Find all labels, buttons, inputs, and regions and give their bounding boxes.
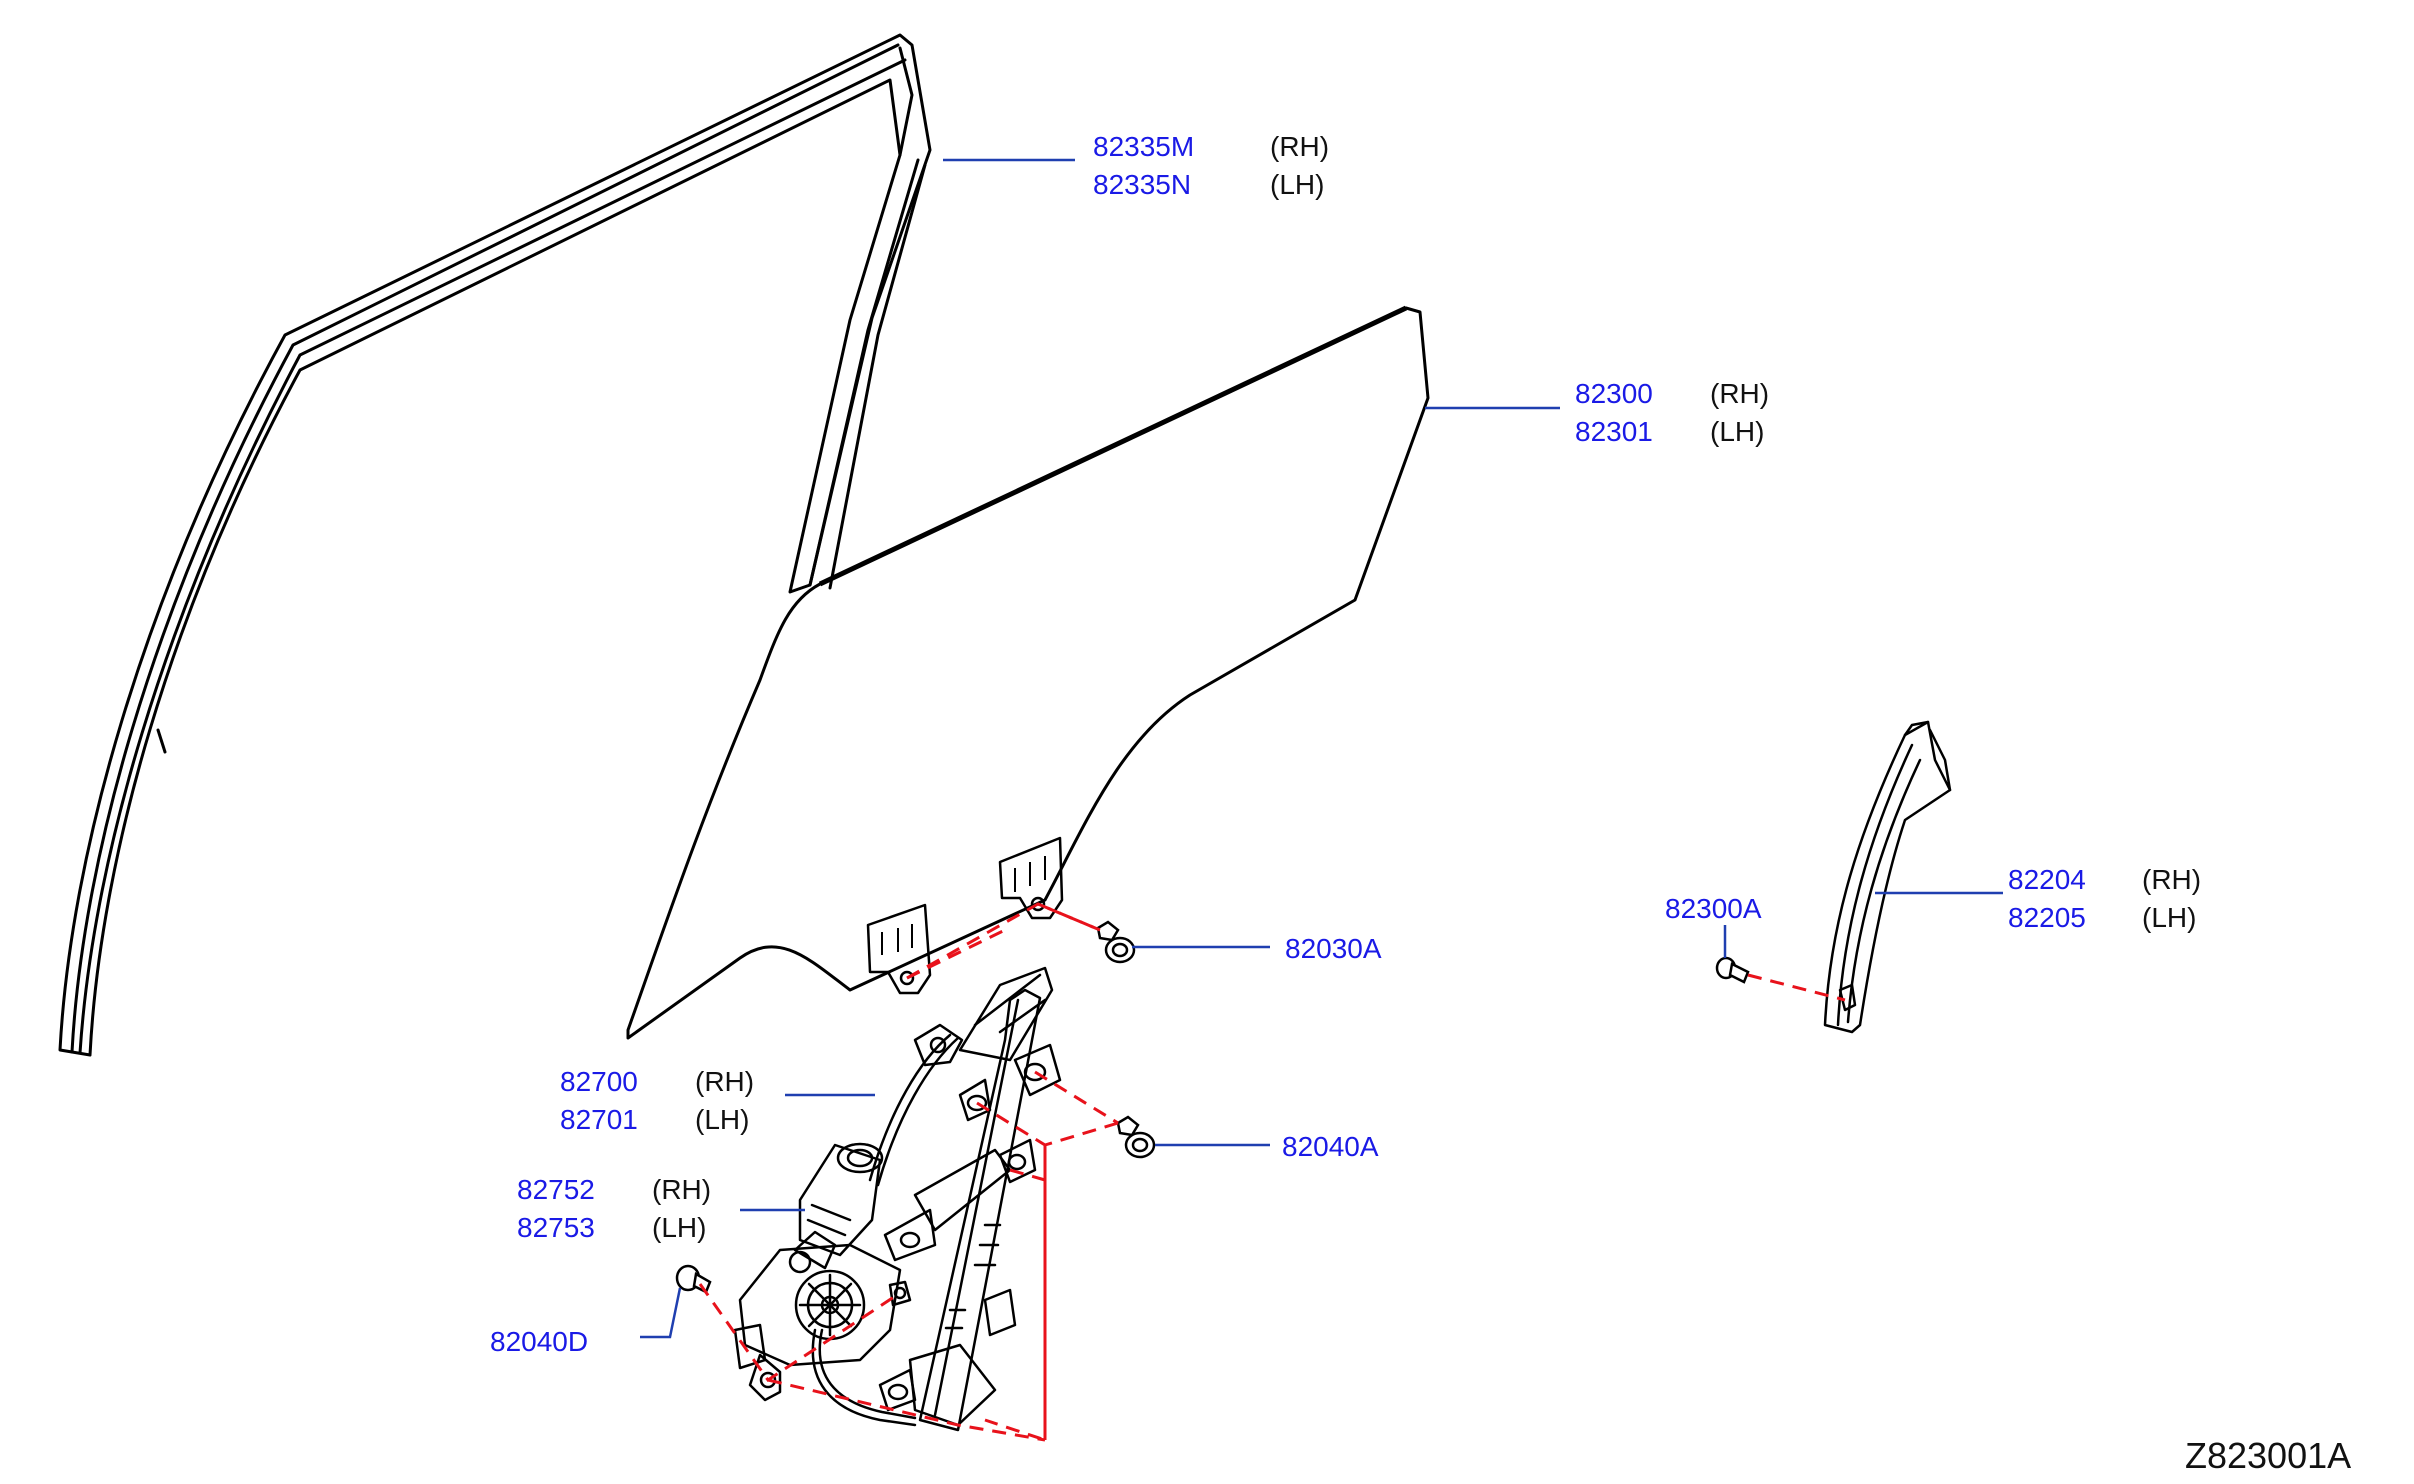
side-tag-rh: (RH) — [652, 1174, 712, 1205]
part-number-82701: 82701 — [560, 1104, 638, 1135]
side-tag-lh: (LH) — [1710, 416, 1765, 447]
side-tag-rh: (RH) — [2142, 864, 2202, 895]
side-tag-lh: (LH) — [652, 1212, 707, 1243]
part-number-82205: 82205 — [2008, 902, 2086, 933]
part-number-82300a: 82300A — [1665, 893, 1762, 924]
part-number-82301: 82301 — [1575, 416, 1653, 447]
side-tag-rh: (RH) — [1710, 378, 1770, 409]
part-number-82753: 82753 — [517, 1212, 595, 1243]
part-number-82030a: 82030A — [1285, 933, 1382, 964]
door-glass-drawing — [626, 305, 1430, 1040]
part-number-82700: 82700 — [560, 1066, 638, 1097]
part-number-82752: 82752 — [517, 1174, 595, 1205]
diagram-code: Z823001A — [2185, 1435, 2352, 1476]
side-tag-lh: (LH) — [1270, 169, 1325, 200]
bolt-82030a-drawing — [1096, 920, 1136, 964]
motor-drawing — [733, 1142, 912, 1402]
fastener-paths — [698, 902, 1846, 1443]
side-tag-lh: (LH) — [2142, 902, 2197, 933]
side-tag-lh: (LH) — [695, 1104, 750, 1135]
screw-82300a-drawing — [1715, 956, 1750, 984]
part-number-82300: 82300 — [1575, 378, 1653, 409]
part-number-82204: 82204 — [2008, 864, 2086, 895]
rear-channel-drawing — [1823, 720, 1952, 1034]
part-number-82040a: 82040A — [1282, 1131, 1379, 1162]
leader-lines — [640, 158, 2003, 1339]
part-number-82335m: 82335M — [1093, 131, 1195, 162]
part-number-82040d: 82040D — [490, 1326, 589, 1357]
bolt-82040a-drawing — [1116, 1115, 1156, 1159]
side-tag-rh: (RH) — [1270, 131, 1330, 162]
bolt-82040d-drawing — [675, 1264, 712, 1294]
regulator-drawing — [811, 966, 1062, 1432]
sash-seal-drawing — [58, 33, 932, 1057]
side-tag-rh: (RH) — [695, 1066, 755, 1097]
part-number-82335n: 82335N — [1093, 169, 1192, 200]
